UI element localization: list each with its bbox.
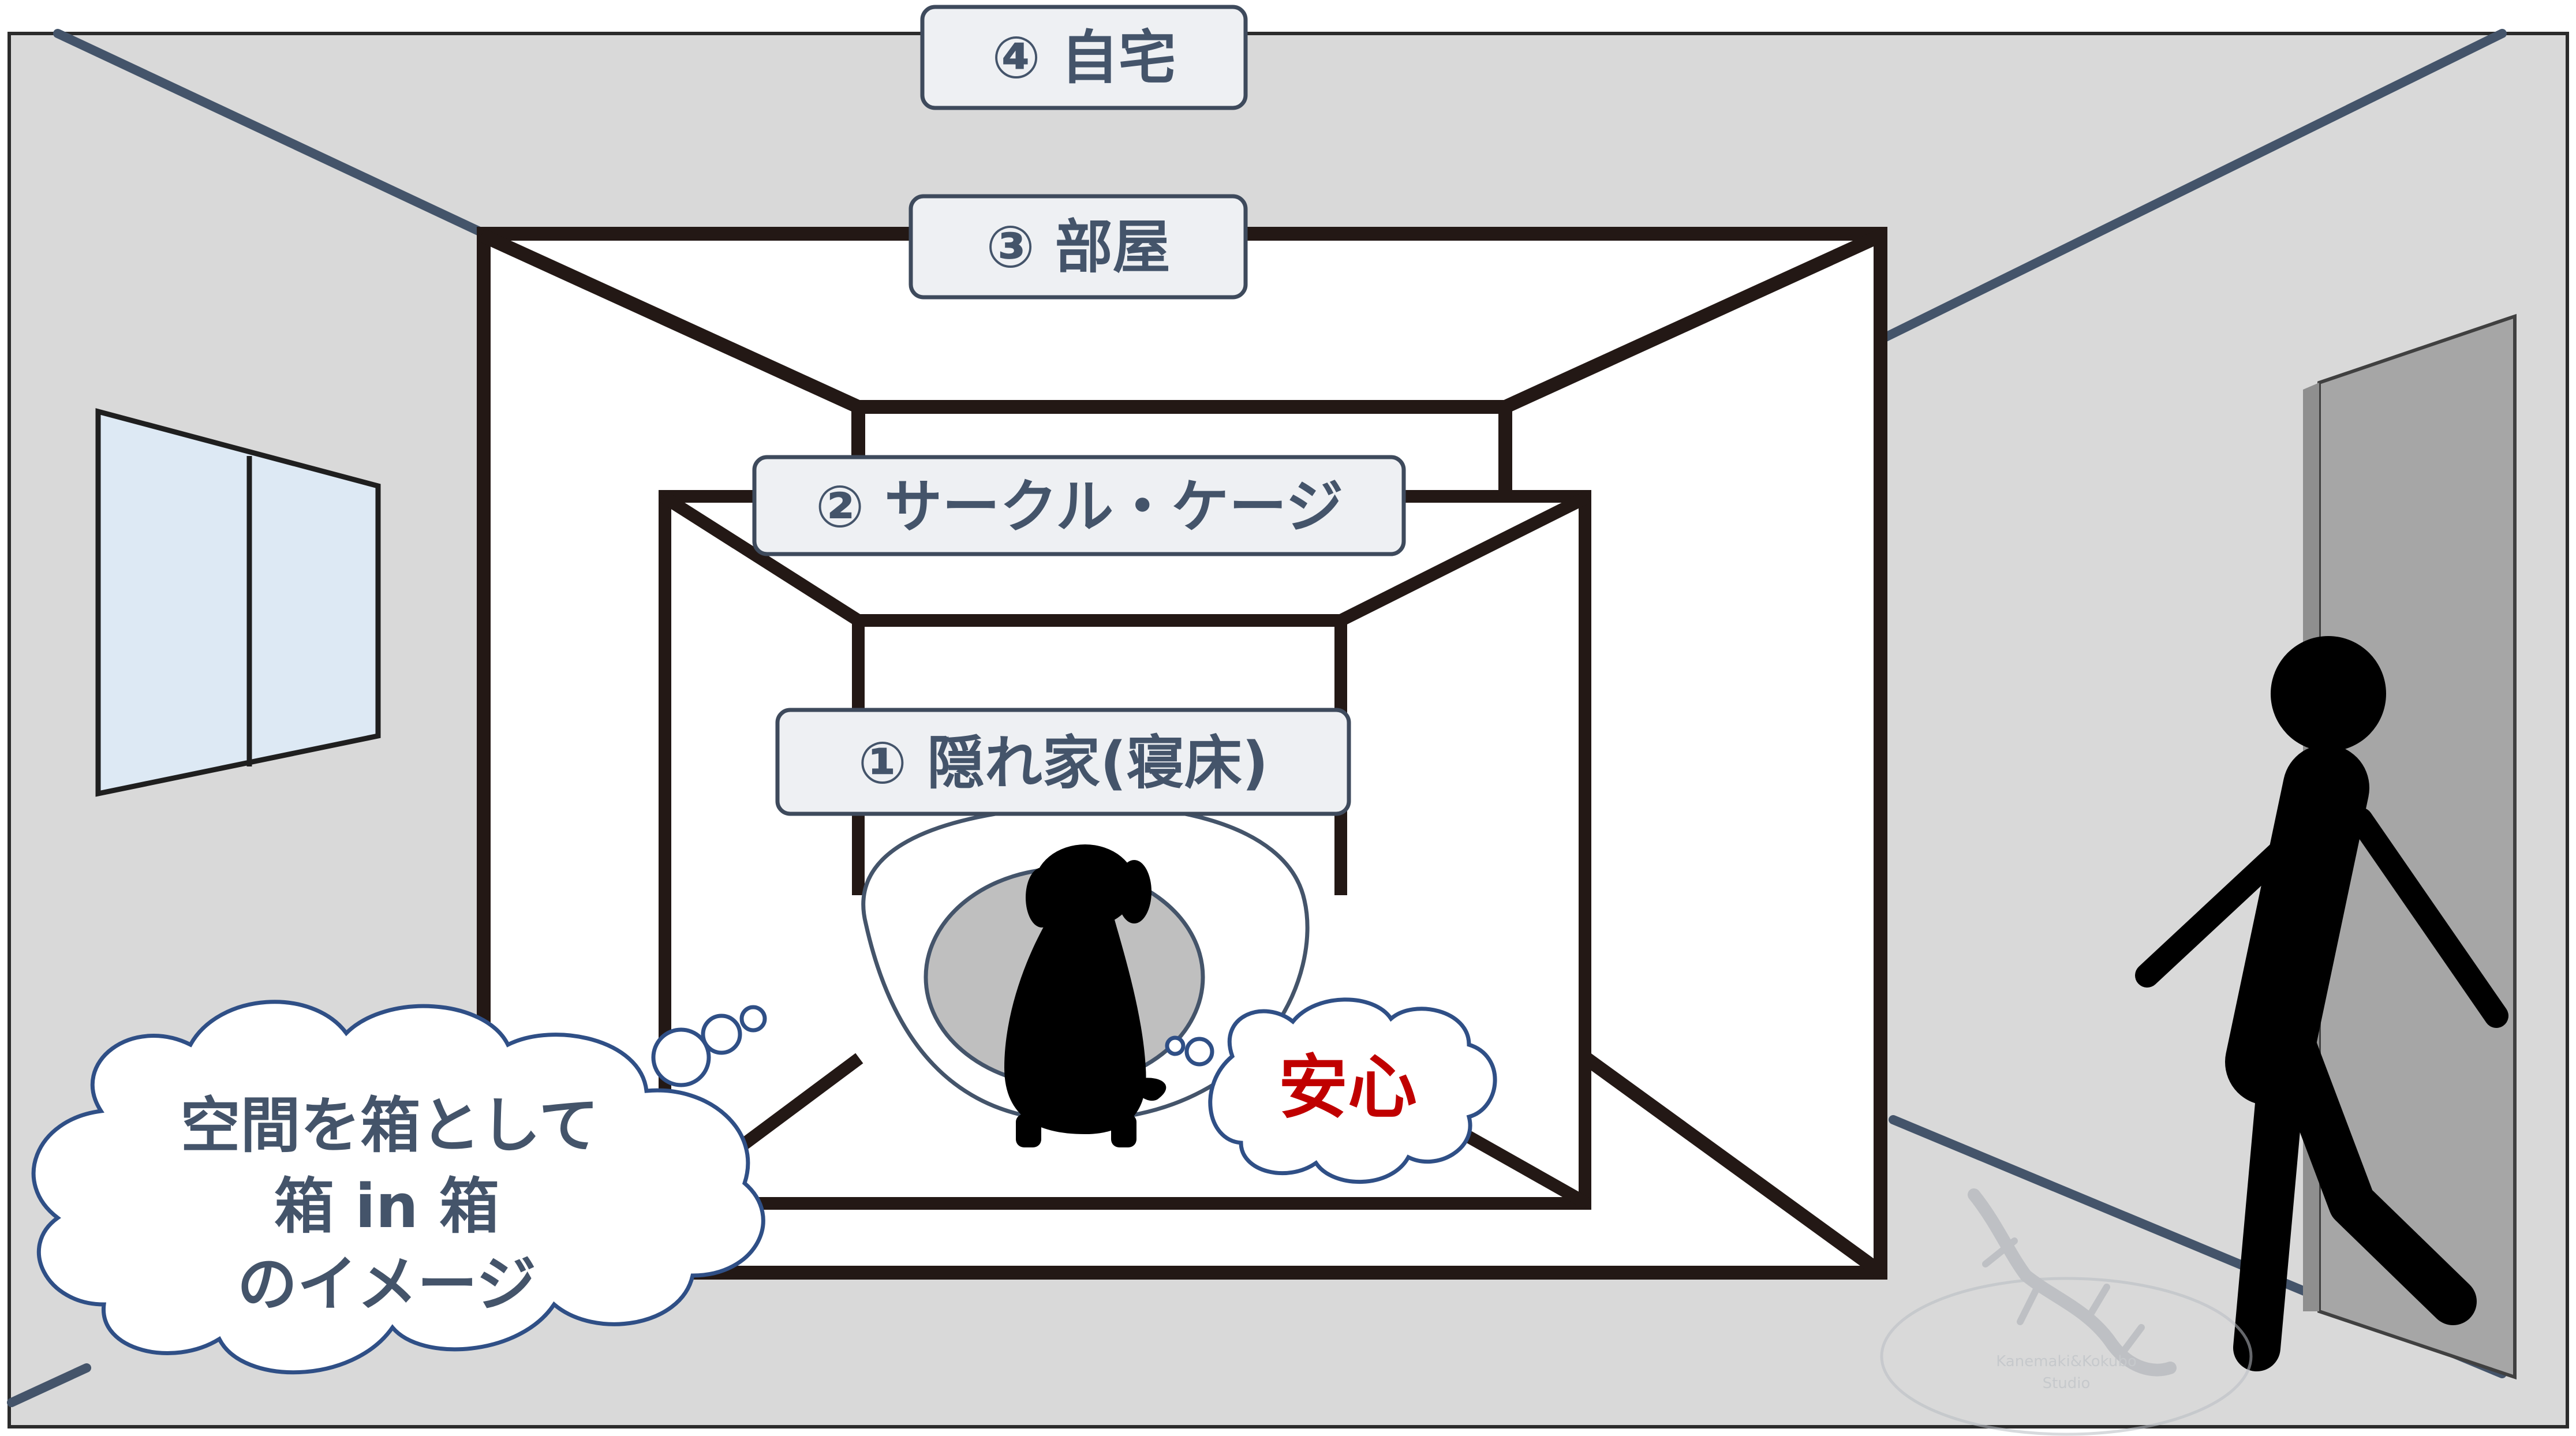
label-hideout-text: ① 隠れ家(寝床) [858, 730, 1269, 797]
label-room: ③ 部屋 [911, 196, 1246, 297]
label-circle-cage: ② サークル・ケージ [754, 457, 1404, 554]
bubble-left-line3: のイメージ [237, 1249, 536, 1319]
label-circle-cage-text: ② サークル・ケージ [816, 473, 1343, 541]
watermark-line1: Kanemaki&Kokubo [1996, 1353, 2137, 1370]
label-room-text: ③ 部屋 [986, 214, 1170, 281]
thought-bubble-left: 空間を箱として 箱 in 箱 のイメージ [33, 1002, 765, 1373]
label-home-text: ④ 自宅 [992, 24, 1176, 92]
label-hideout: ① 隠れ家(寝床) [777, 710, 1349, 814]
label-home: ④ 自宅 [922, 7, 1246, 108]
bubble-left-line1: 空間を箱として [181, 1090, 599, 1161]
bubble-left-line2: 箱 in 箱 [274, 1171, 499, 1241]
watermark-line2: Studio [2043, 1375, 2091, 1392]
bubble-right-text: 安心 [1278, 1048, 1417, 1128]
